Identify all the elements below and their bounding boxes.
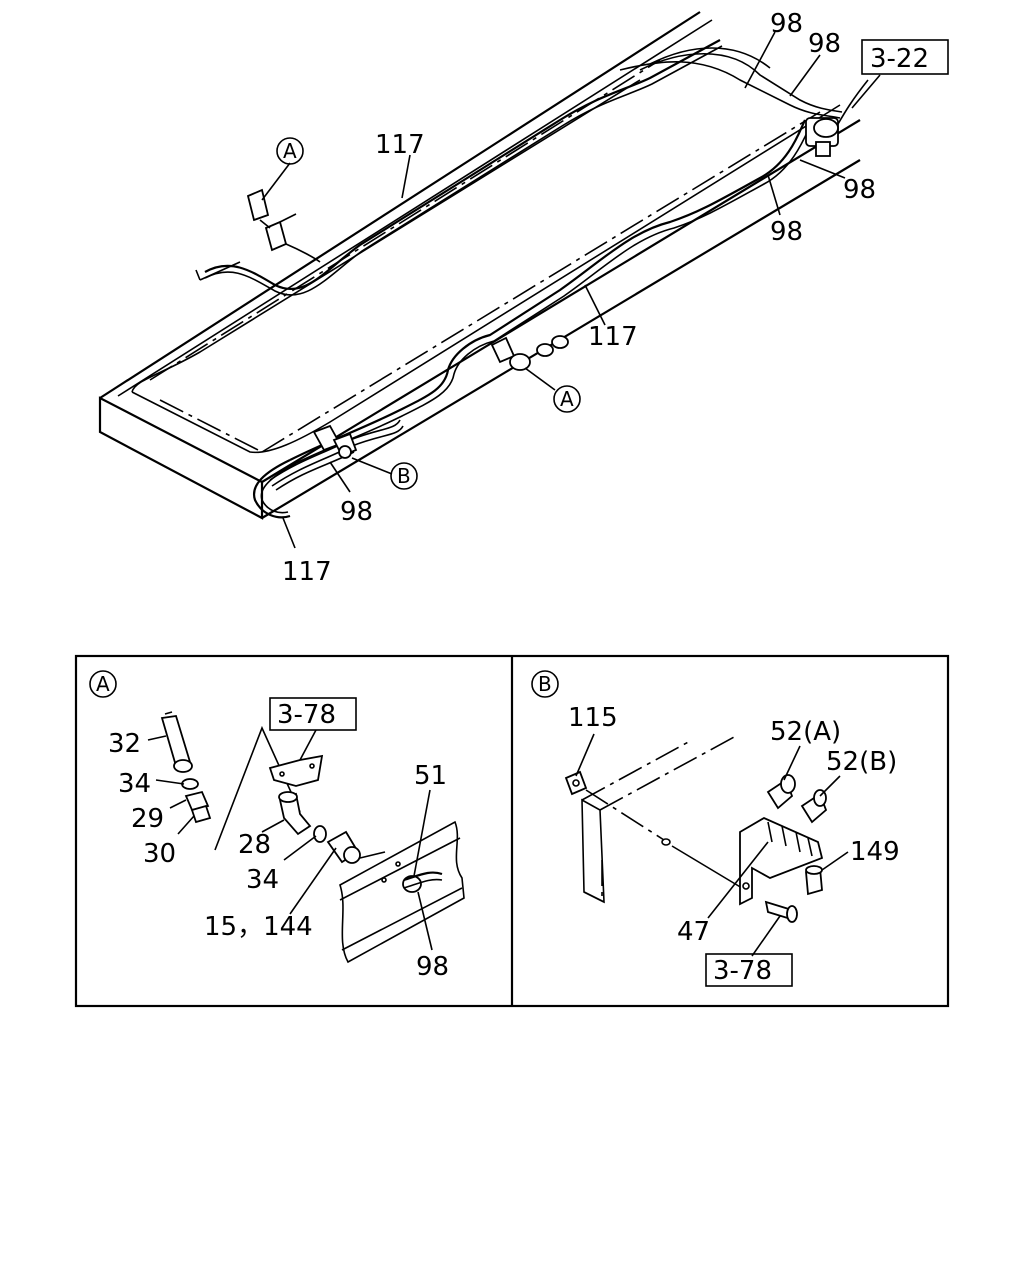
leader-lines <box>261 31 881 549</box>
reference-box-3-78[interactable]: 3-78 <box>705 953 793 987</box>
pipe-98-front <box>269 419 404 491</box>
detail-b: B <box>531 670 900 987</box>
frame-section <box>339 820 465 964</box>
marker-letter: A <box>96 672 110 696</box>
bracket-47 <box>739 816 824 906</box>
frame-rail <box>98 11 861 520</box>
label-32: 32 <box>108 729 141 759</box>
label-117: 117 <box>375 130 425 160</box>
callout-letter: B <box>397 464 411 488</box>
valve-15-144 <box>326 830 386 864</box>
callout-b[interactable]: B <box>390 462 418 490</box>
connector-mid <box>490 335 569 371</box>
nut-30 <box>190 804 212 824</box>
connector-52a <box>766 774 796 810</box>
connector-52b <box>800 789 828 824</box>
label-30: 30 <box>143 839 176 869</box>
chassis-overview: 98 98 98 98 98 117 117 117 3-22 A A B <box>98 9 949 587</box>
label-51: 51 <box>414 761 447 791</box>
elbow-28 <box>278 791 312 836</box>
frame-channel <box>581 735 737 904</box>
callout-a-mid[interactable]: A <box>553 385 581 413</box>
label-98: 98 <box>808 29 841 59</box>
label-98: 98 <box>340 497 373 527</box>
nut-115 <box>564 770 588 796</box>
pipe-98-top <box>619 47 843 119</box>
pipe-117-upper <box>204 39 723 296</box>
washer-34-b <box>313 825 327 843</box>
clip-top <box>246 188 321 263</box>
detail-a: A 3-78 <box>89 670 465 982</box>
callout-a-top[interactable]: A <box>276 137 304 165</box>
rear-valve <box>805 79 869 157</box>
marker-letter: B <box>538 672 552 696</box>
label-117: 117 <box>282 557 332 587</box>
label-52a: 52(A) <box>770 717 841 747</box>
clamp-b <box>312 424 358 459</box>
reference-box-3-78[interactable]: 3-78 <box>269 697 357 731</box>
label-149: 149 <box>850 837 900 867</box>
hose-32 <box>160 711 193 773</box>
bolt-149 <box>805 865 823 896</box>
label-15-144: 15，144 <box>204 912 313 942</box>
label-98: 98 <box>770 9 803 39</box>
bracket <box>268 754 324 787</box>
label-98: 98 <box>843 175 876 205</box>
label-117: 117 <box>588 322 638 352</box>
label-98: 98 <box>770 217 803 247</box>
label-52b: 52(B) <box>826 747 897 777</box>
reference-label: 3-78 <box>277 700 336 730</box>
reference-label: 3-22 <box>870 44 929 74</box>
label-29: 29 <box>131 804 164 834</box>
bolt-3-78 <box>764 900 798 923</box>
callout-letter: A <box>283 139 297 163</box>
nut-29 <box>184 790 210 812</box>
detail-panels <box>74 654 950 1008</box>
detail-a-marker: A <box>89 670 117 698</box>
label-115: 115 <box>568 703 618 733</box>
clamp-51 <box>402 871 443 893</box>
label-28: 28 <box>238 830 271 860</box>
detail-b-marker: B <box>531 670 559 698</box>
reference-box-3-22[interactable]: 3-22 <box>861 39 949 75</box>
reference-label: 3-78 <box>713 956 772 986</box>
label-47: 47 <box>677 917 710 947</box>
label-98: 98 <box>416 952 449 982</box>
label-34: 34 <box>118 769 151 799</box>
washer-34 <box>181 778 199 790</box>
label-34: 34 <box>246 865 279 895</box>
callout-letter: A <box>560 387 574 411</box>
